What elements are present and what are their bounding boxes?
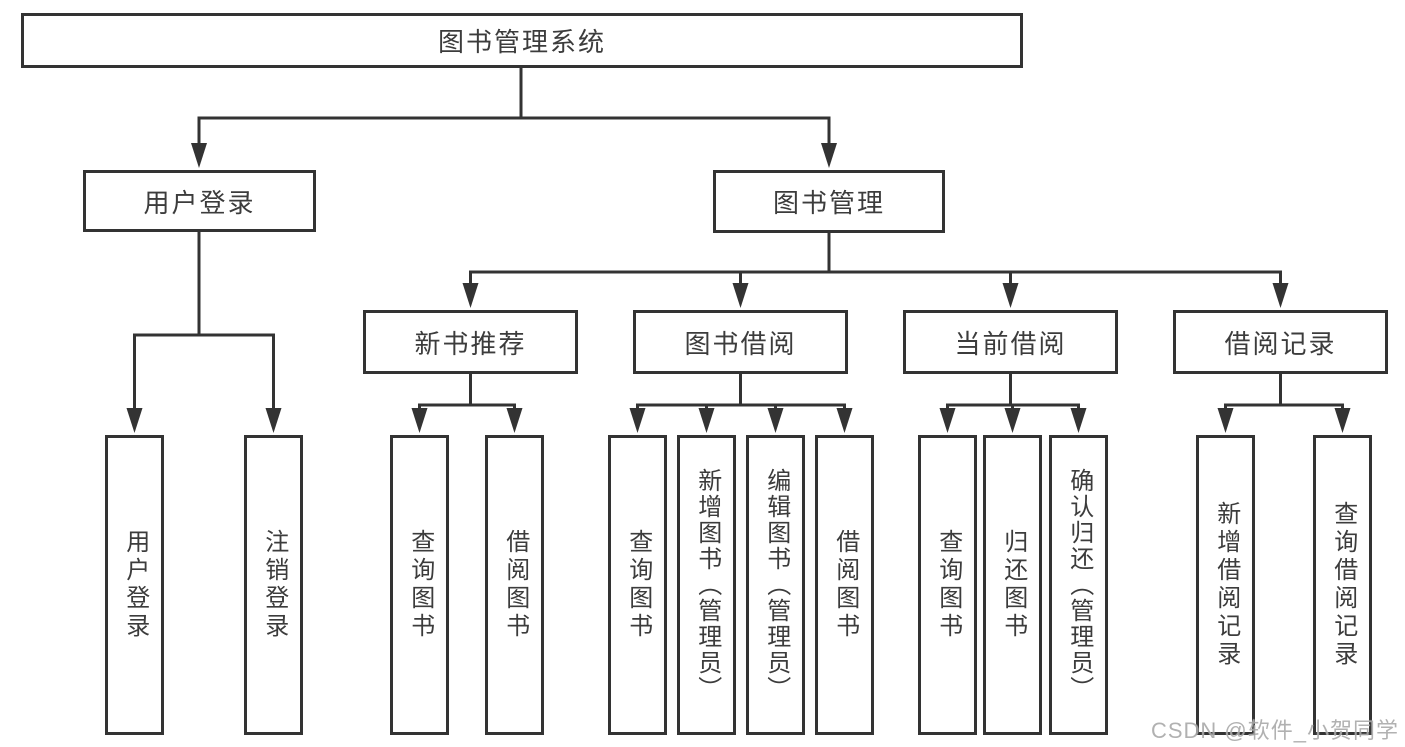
leaf-current-confirm-return-admin: 确认归还（管理员） [1049,435,1108,735]
node-book-management-label: 图书管理 [772,188,885,218]
node-borrowing-records: 借阅记录 [1173,310,1388,374]
leaf-borrowing-add-books-admin-label: 新增图书（管理员） [693,468,721,702]
leaf-current-query-books-label: 查询图书 [934,529,962,641]
leaf-user-login: 用户登录 [105,435,164,735]
leaf-borrowing-query-books-label: 查询图书 [624,529,652,641]
leaf-records-query-record: 查询借阅记录 [1313,435,1372,735]
node-book-borrowing: 图书借阅 [633,310,848,374]
node-new-book-recommend: 新书推荐 [363,310,578,374]
leaf-recommend-borrow-books-label: 借阅图书 [501,529,529,641]
node-book-management: 图书管理 [713,170,945,233]
leaf-current-return-books-label: 归还图书 [999,529,1027,641]
leaf-user-login-label: 用户登录 [121,529,149,641]
leaf-borrowing-edit-books-admin-label: 编辑图书（管理员） [762,468,790,702]
leaf-borrowing-query-books: 查询图书 [608,435,667,735]
node-user-login-label: 用户登录 [143,187,256,218]
node-user-login: 用户登录 [83,170,316,232]
node-current-borrowing: 当前借阅 [903,310,1118,374]
node-book-borrowing-label: 图书借阅 [684,328,797,359]
leaf-current-confirm-return-admin-label: 确认归还（管理员） [1065,468,1093,702]
leaf-borrowing-add-books-admin: 新增图书（管理员） [677,435,736,735]
leaf-borrowing-borrow-books-label: 借阅图书 [831,529,859,641]
node-library-management-system-label: 图书管理系统 [437,27,606,57]
csdn-watermark: CSDN @软件_小贺同学 [1150,718,1399,743]
leaf-recommend-query-books-label: 查询图书 [406,529,434,641]
leaf-borrowing-edit-books-admin: 编辑图书（管理员） [746,435,805,735]
leaf-recommend-query-books: 查询图书 [390,435,449,735]
leaf-logout: 注销登录 [244,435,303,735]
leaf-current-return-books: 归还图书 [983,435,1042,735]
node-new-book-recommend-label: 新书推荐 [414,328,527,359]
leaf-borrowing-borrow-books: 借阅图书 [815,435,874,735]
leaf-records-add-record: 新增借阅记录 [1196,435,1255,735]
leaf-records-add-record-label: 新增借阅记录 [1212,501,1240,669]
node-library-management-system: 图书管理系统 [21,13,1023,68]
leaf-logout-label: 注销登录 [260,529,288,641]
leaf-records-query-record-label: 查询借阅记录 [1329,501,1357,669]
leaf-recommend-borrow-books: 借阅图书 [485,435,544,735]
leaf-current-query-books: 查询图书 [918,435,977,735]
node-borrowing-records-label: 借阅记录 [1224,328,1337,359]
node-current-borrowing-label: 当前借阅 [954,328,1067,359]
